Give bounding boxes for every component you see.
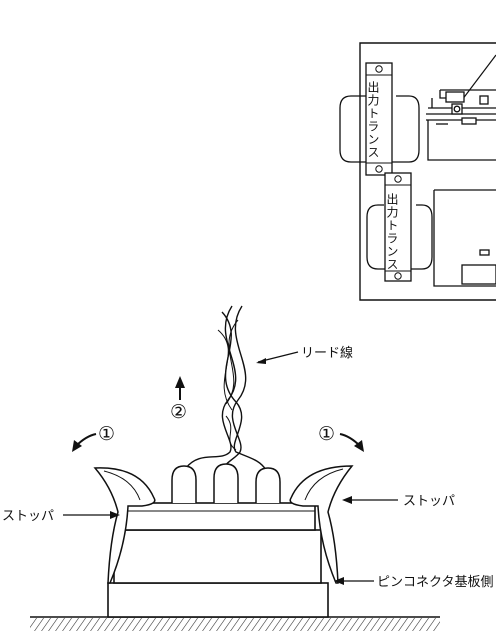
transformer-bottom-body (384, 172, 412, 282)
transformer-top-hole-upper (375, 65, 383, 73)
transformer-top-label: 出力トランス (366, 81, 380, 159)
step-marker-left: ① (98, 423, 115, 445)
stopper-right (289, 465, 354, 584)
transformer-bottom-hole-upper (394, 175, 402, 183)
plug-block (121, 502, 316, 531)
board-diagram: 出力トランス 出力トランス (339, 42, 496, 301)
wire-plug-left (171, 465, 197, 503)
wire-plug-right (255, 467, 281, 503)
step-marker-up: ② (170, 401, 187, 423)
wire-plugs (171, 463, 281, 503)
connector-removal-diagram: ① ① ② リード線 ストッパ ストッパ ピンコネクタ基板側 (2, 305, 493, 631)
transformer-bottom-label: 出力トランス (385, 193, 399, 271)
action-arrows (72, 376, 364, 452)
stopper-left (93, 467, 156, 584)
transformer-bottom: 出力トランス (366, 172, 433, 282)
leader-lines (63, 351, 398, 585)
board-outline (359, 42, 496, 301)
pin-connector-housing (107, 529, 329, 618)
upper-component-assembly (426, 54, 496, 161)
stopper-left-label: ストッパ (2, 509, 54, 524)
ground-hatching (30, 616, 440, 631)
lead-wire-label: リード線 (301, 345, 353, 361)
transformer-top-body (365, 62, 393, 176)
step-marker-right: ① (318, 423, 335, 445)
connector-base-upper (113, 529, 322, 584)
connector-base-lower (107, 582, 329, 618)
lead-wire-bundle (185, 305, 267, 471)
transformer-top: 出力トランス (339, 62, 420, 176)
lower-component (433, 189, 496, 287)
wire-plug-middle (213, 463, 239, 503)
plug-block-top (121, 502, 316, 531)
transformer-bottom-hole-lower (394, 272, 402, 280)
stopper-right-label: ストッパ (403, 494, 455, 509)
pin-connector-label: ピンコネクタ基板側 (377, 575, 493, 590)
transformer-top-hole-lower (375, 165, 383, 173)
